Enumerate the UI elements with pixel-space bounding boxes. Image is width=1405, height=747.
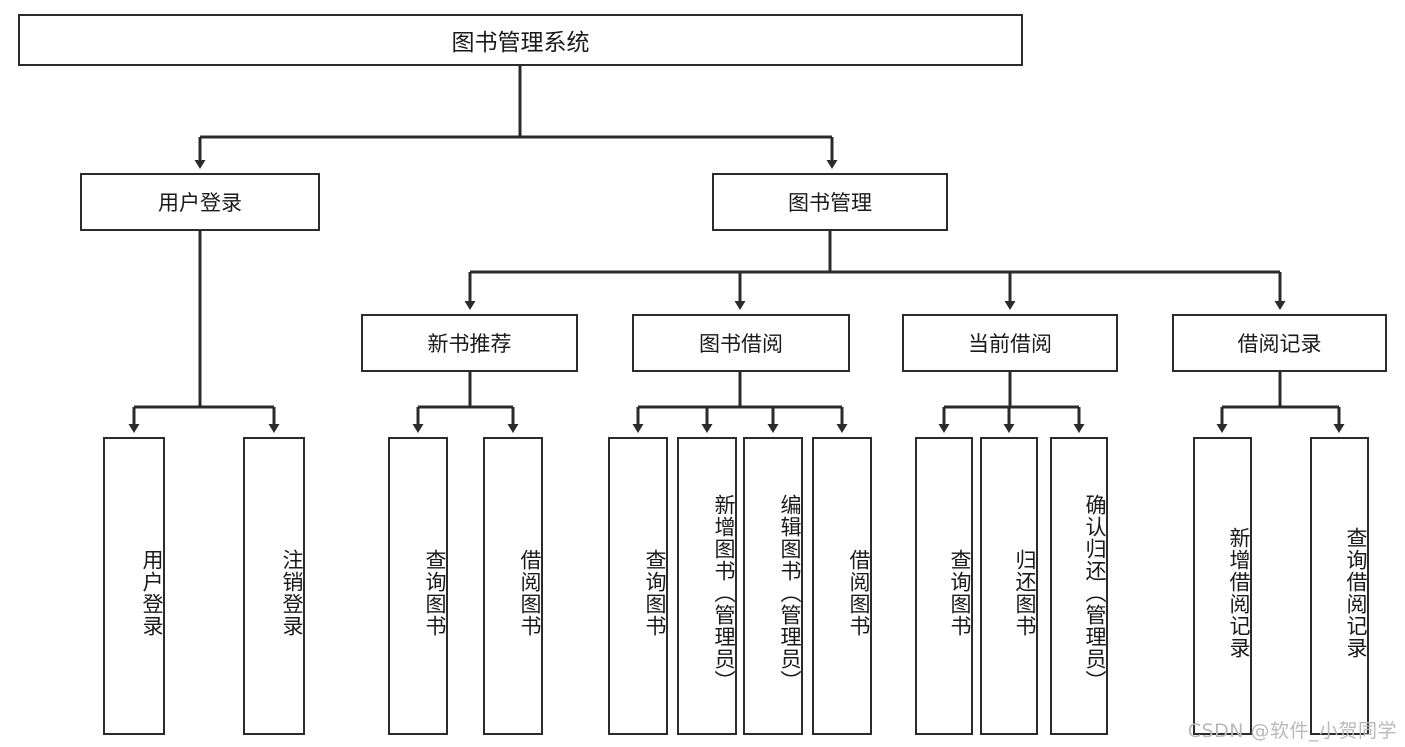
node-leaf-user-login[interactable]: 用户登录 — [103, 437, 165, 735]
node-book-manage-label: 图书管理 — [788, 191, 872, 215]
node-leaf-query-borrow-record[interactable]: 查询借阅记录 — [1310, 437, 1369, 735]
node-leaf-add-book-admin-label: 新增图书（管理员） — [712, 494, 736, 692]
node-leaf-user-logout[interactable]: 注销登录 — [243, 437, 305, 735]
node-leaf-query-book-borrow[interactable]: 查询图书 — [608, 437, 668, 735]
node-leaf-user-logout-label: 注销登录 — [280, 549, 304, 637]
node-leaf-query-book-cur-label: 查询图书 — [948, 549, 972, 637]
node-borrow-record-label: 借阅记录 — [1237, 332, 1322, 356]
node-leaf-query-book-borrow-label: 查询图书 — [643, 549, 667, 637]
node-leaf-query-book-cur[interactable]: 查询图书 — [915, 437, 973, 735]
node-leaf-return-book-label: 归还图书 — [1013, 549, 1037, 637]
node-leaf-add-borrow-record[interactable]: 新增借阅记录 — [1193, 437, 1252, 735]
node-new-book-recommend-label: 新书推荐 — [427, 332, 512, 356]
node-leaf-edit-book-admin[interactable]: 编辑图书（管理员） — [743, 437, 803, 735]
node-book-borrow-label: 图书借阅 — [699, 332, 783, 356]
node-leaf-add-book-admin[interactable]: 新增图书（管理员） — [677, 437, 737, 735]
node-root[interactable]: 图书管理系统 — [18, 14, 1023, 66]
node-book-manage[interactable]: 图书管理 — [712, 173, 948, 231]
node-book-borrow[interactable]: 图书借阅 — [632, 314, 850, 372]
node-leaf-edit-book-admin-label: 编辑图书（管理员） — [778, 494, 802, 692]
node-current-borrow-label: 当前借阅 — [968, 332, 1052, 356]
node-leaf-query-book-rec-label: 查询图书 — [423, 549, 447, 637]
node-user-login[interactable]: 用户登录 — [80, 173, 320, 231]
node-new-book-recommend[interactable]: 新书推荐 — [361, 314, 578, 372]
node-leaf-user-login-label: 用户登录 — [140, 549, 164, 637]
node-leaf-borrow-book[interactable]: 借阅图书 — [812, 437, 872, 735]
node-leaf-confirm-return-admin[interactable]: 确认归还（管理员） — [1050, 437, 1108, 735]
node-borrow-record[interactable]: 借阅记录 — [1172, 314, 1387, 372]
node-root-label: 图书管理系统 — [451, 30, 590, 56]
node-leaf-query-book-rec[interactable]: 查询图书 — [388, 437, 448, 735]
node-leaf-borrow-book-rec-label: 借阅图书 — [518, 549, 542, 637]
node-current-borrow[interactable]: 当前借阅 — [902, 314, 1118, 372]
node-leaf-confirm-return-admin-label: 确认归还（管理员） — [1083, 494, 1107, 692]
node-leaf-borrow-book-rec[interactable]: 借阅图书 — [483, 437, 543, 735]
node-leaf-query-borrow-record-label: 查询借阅记录 — [1344, 527, 1368, 659]
node-user-login-label: 用户登录 — [158, 191, 242, 215]
csdn-watermark: CSDN @软件_小贺同学 — [1187, 720, 1397, 742]
node-leaf-return-book[interactable]: 归还图书 — [980, 437, 1038, 735]
node-leaf-borrow-book-label: 借阅图书 — [847, 549, 871, 637]
node-leaf-add-borrow-record-label: 新增借阅记录 — [1227, 527, 1251, 659]
